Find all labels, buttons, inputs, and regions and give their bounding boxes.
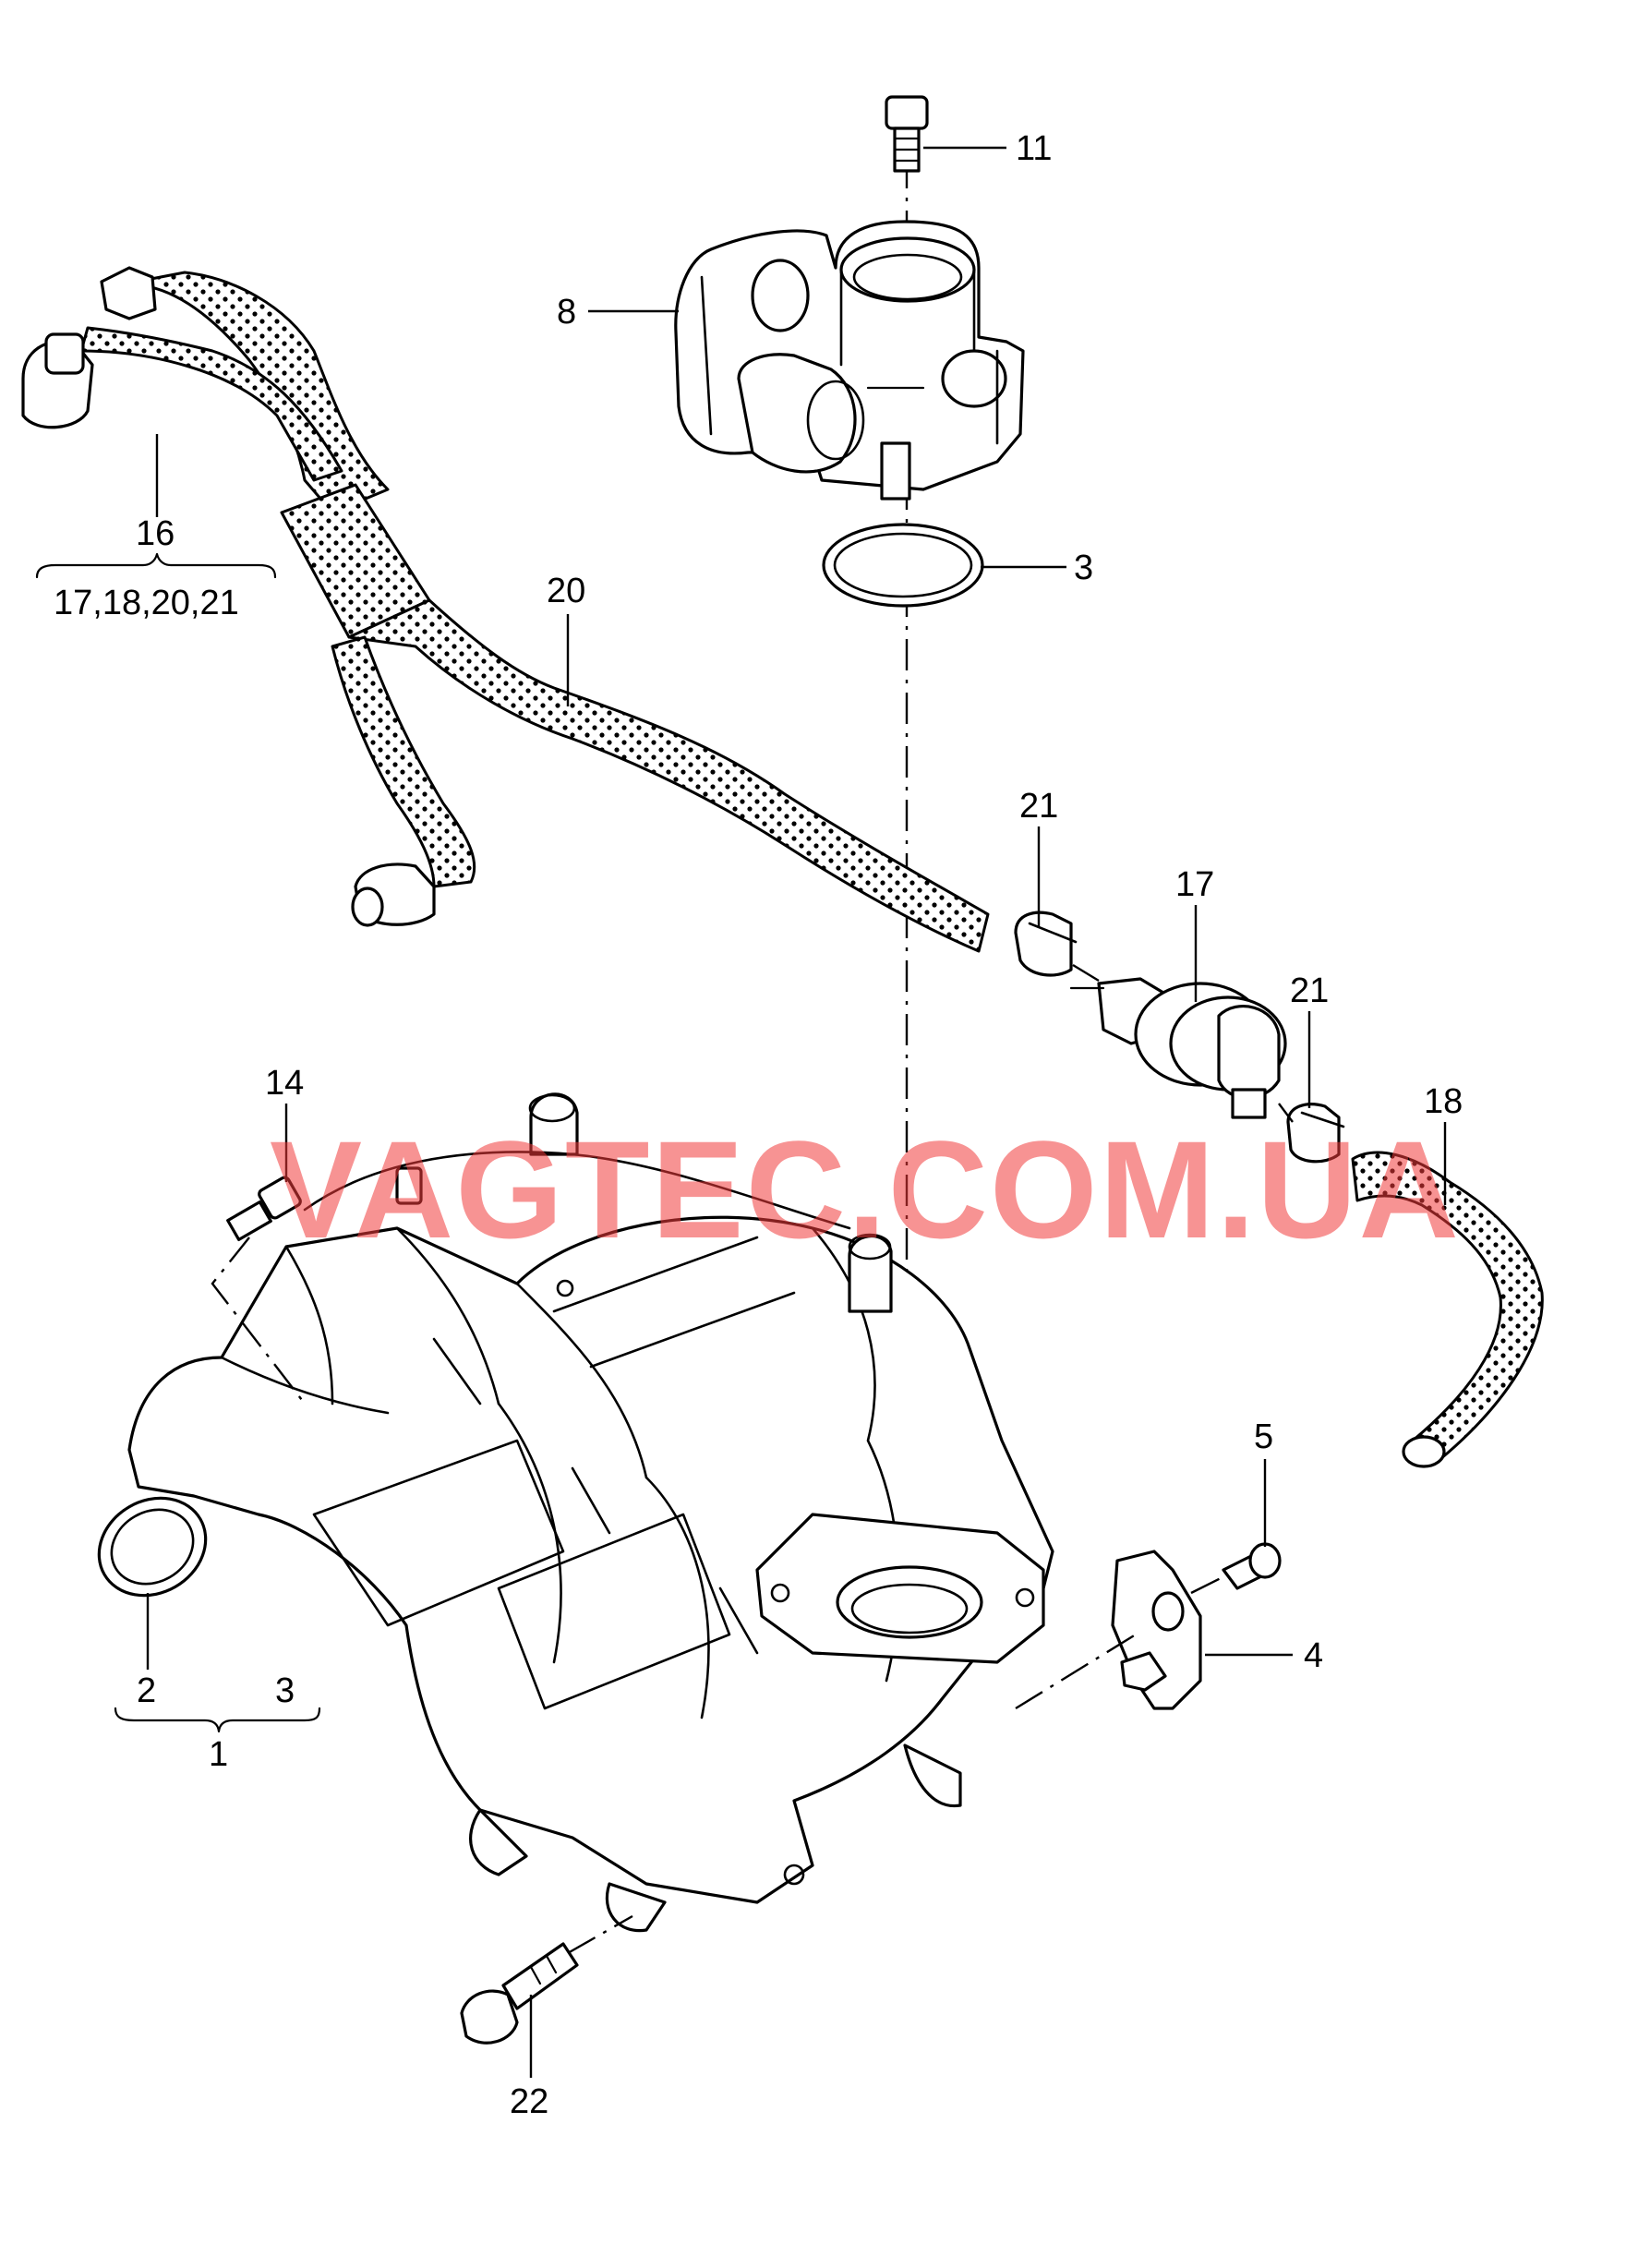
callout-5: 5 — [1254, 1418, 1273, 1456]
assembly-line-22 — [567, 1914, 633, 1955]
assembly-line-5 — [1190, 1573, 1229, 1595]
gasket-2-icon — [97, 1496, 208, 1598]
watermark-text: VAGTEC.COM.UA — [270, 1112, 1461, 1267]
brace-16-group — [35, 552, 277, 579]
callout-22: 22 — [510, 2082, 548, 2121]
intake-manifold-icon — [127, 1092, 1054, 1933]
brace-1-group — [114, 1707, 321, 1733]
callout-4: 4 — [1304, 1636, 1323, 1675]
bolt-5-icon — [1222, 1542, 1282, 1590]
valve-17-icon — [1069, 977, 1287, 1119]
bolt-11-icon — [885, 95, 929, 173]
callout-8: 8 — [557, 293, 576, 332]
callout-20: 20 — [547, 572, 585, 610]
callout-11: 11 — [1016, 129, 1052, 168]
throttle-body-icon — [674, 220, 1025, 501]
callout-18: 18 — [1424, 1082, 1463, 1121]
bolt-22-icon — [460, 1942, 579, 2045]
assembly-line-4 — [1015, 1633, 1137, 1710]
sensor-4-icon — [1111, 1550, 1202, 1710]
assembly-line-14 — [211, 1237, 306, 1405]
assembly-line-17-18 — [1072, 963, 1294, 1123]
callout-16-group: 17,18,20,21 — [54, 584, 239, 622]
bolt-14-icon — [226, 1176, 302, 1241]
callout-16: 16 — [136, 514, 175, 553]
callout-17: 17 — [1175, 865, 1214, 904]
o-ring-top-icon — [822, 523, 984, 608]
clamp-21b-icon — [1286, 1103, 1345, 1164]
clamp-21a-icon — [1014, 911, 1078, 977]
hose-16-assembly-icon — [21, 266, 990, 953]
callout-21b: 21 — [1290, 971, 1329, 1010]
callout-2: 2 — [137, 1671, 156, 1710]
callout-21a: 21 — [1019, 787, 1058, 826]
callout-3: 3 — [1074, 549, 1093, 587]
hose-18-icon — [1351, 1151, 1544, 1468]
callout-1: 1 — [209, 1735, 228, 1774]
callout-14: 14 — [265, 1064, 304, 1103]
callout-3-group: 3 — [275, 1671, 295, 1710]
